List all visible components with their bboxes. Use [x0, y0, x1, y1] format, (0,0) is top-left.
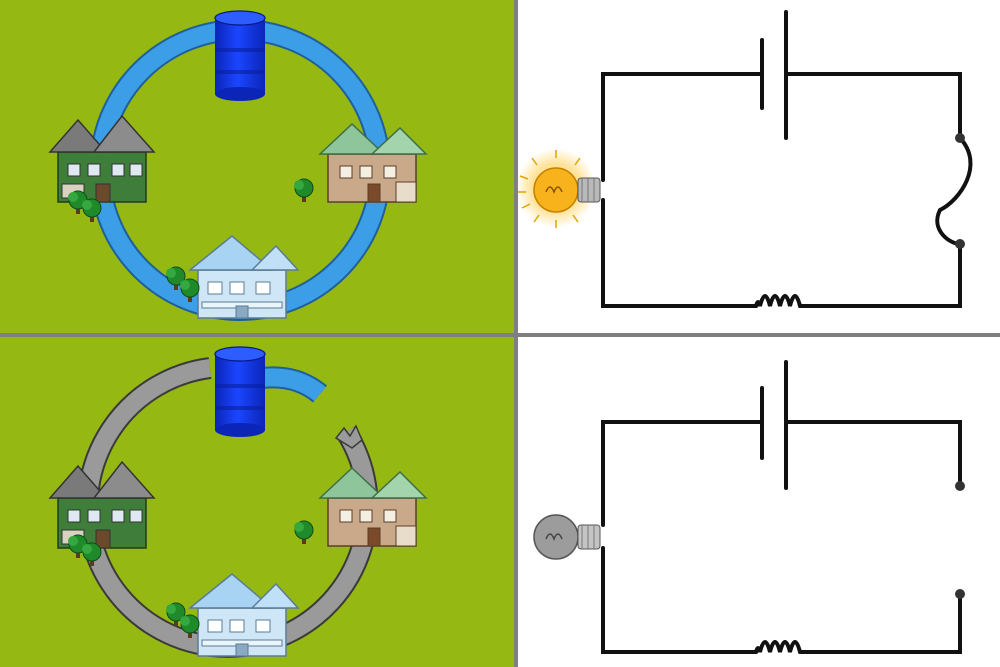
closed-electric-circuit	[601, 10, 973, 308]
horizontal-divider	[0, 333, 1000, 337]
wire	[601, 546, 758, 654]
broken-water-loop	[49, 346, 427, 658]
wire	[601, 198, 758, 308]
switch-contact	[955, 481, 965, 491]
switch-contact	[955, 239, 965, 249]
switch-contact	[955, 589, 965, 599]
wire	[784, 72, 962, 140]
wire	[784, 420, 962, 488]
water-tank-icon	[214, 346, 266, 438]
closed-water-loop	[49, 10, 427, 321]
wire	[798, 592, 962, 654]
switch-contact	[955, 133, 965, 143]
wire	[798, 242, 962, 308]
open-electric-circuit	[601, 360, 962, 654]
wire	[601, 72, 764, 182]
light-bulb-icon	[516, 148, 601, 228]
light-bulb-icon	[533, 514, 601, 560]
resistor-symbol-icon	[754, 294, 802, 308]
pipe-break	[334, 424, 363, 449]
wire	[601, 420, 764, 527]
water-pipe-stub	[260, 368, 326, 402]
resistor-symbol-icon	[754, 640, 802, 654]
switch-symbol-icon	[935, 136, 973, 246]
water-tank-icon	[214, 10, 266, 102]
